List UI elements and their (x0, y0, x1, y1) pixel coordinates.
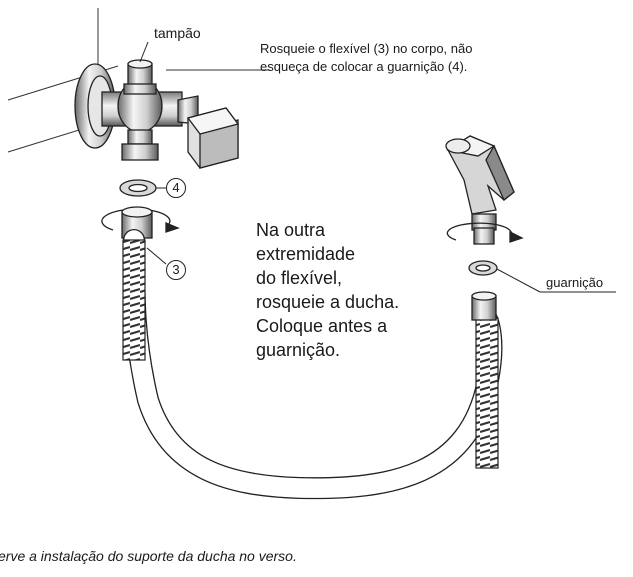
instruction-line-2: esqueça de colocar a guarnição (4). (260, 59, 468, 74)
other-end-line-3: do flexível, (256, 268, 343, 288)
flexible-hose (122, 229, 503, 500)
label-tampao: tampão (154, 25, 201, 41)
other-end-line-2: extremidade (256, 244, 356, 264)
washer-4 (119, 179, 168, 197)
other-end-line-1: Na outra (256, 220, 326, 240)
label-guarnicao: guarnição (546, 275, 604, 290)
washer-shower (468, 260, 498, 276)
footer-note: erve a instalação do suporte da ducha no… (0, 548, 297, 564)
hand-shower (445, 135, 515, 245)
callout-lines (139, 41, 616, 293)
other-end-line-6: guarnição. (256, 340, 341, 360)
instruction-line-1: Rosqueie o flexível (3) no corpo, não (260, 41, 473, 56)
hose-nut-right (471, 291, 497, 321)
callout-4: 4 (166, 178, 186, 198)
rotation-arrow-right (446, 222, 524, 243)
other-end-line-5: Coloque antes a (256, 316, 388, 336)
callout-3: 3 (166, 260, 186, 280)
other-end-line-4: rosqueie a ducha. (256, 292, 400, 312)
valve-body (74, 59, 240, 169)
